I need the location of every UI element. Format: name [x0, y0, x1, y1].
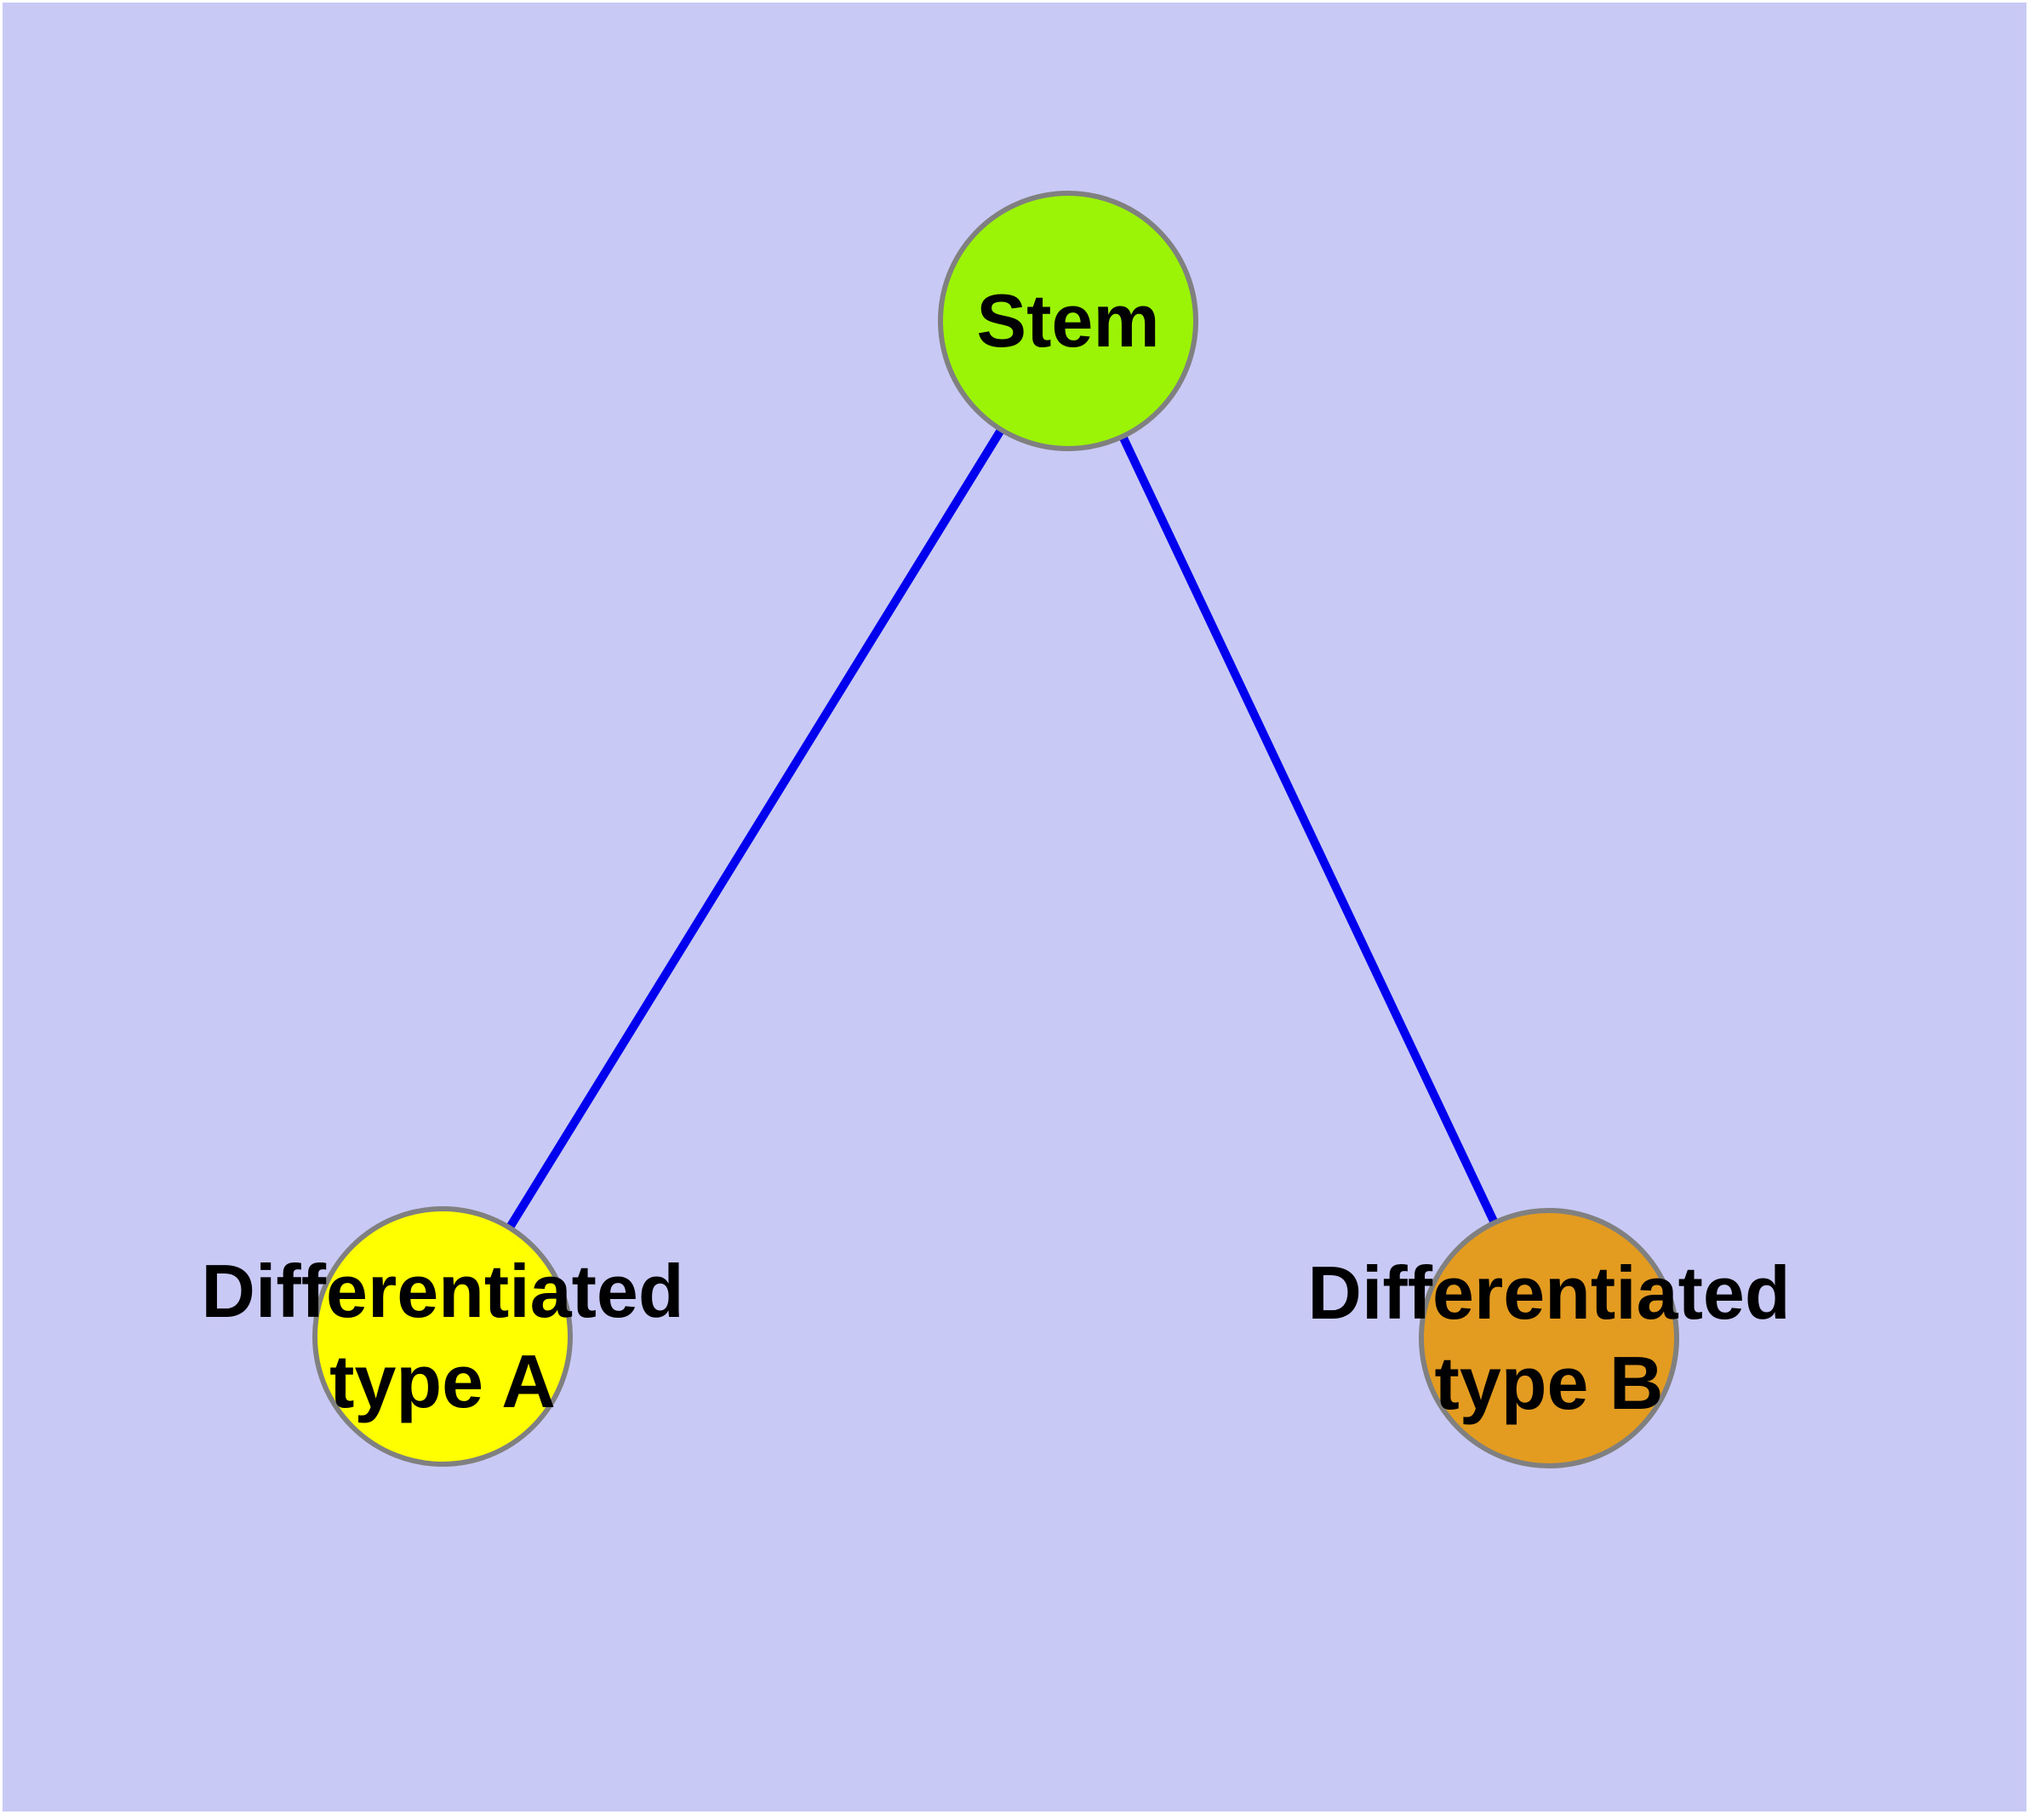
diagram-canvas: Stem Differentiated type A Differentiate…: [3, 3, 2026, 1811]
node-type-a: [312, 1206, 573, 1467]
edge-stem-to-type-a: [438, 318, 1072, 1339]
edge-stem-to-type-b: [1064, 318, 1553, 1341]
node-stem: [938, 191, 1198, 451]
node-type-b: [1419, 1208, 1679, 1468]
graph-svg: [312, 191, 1679, 1468]
